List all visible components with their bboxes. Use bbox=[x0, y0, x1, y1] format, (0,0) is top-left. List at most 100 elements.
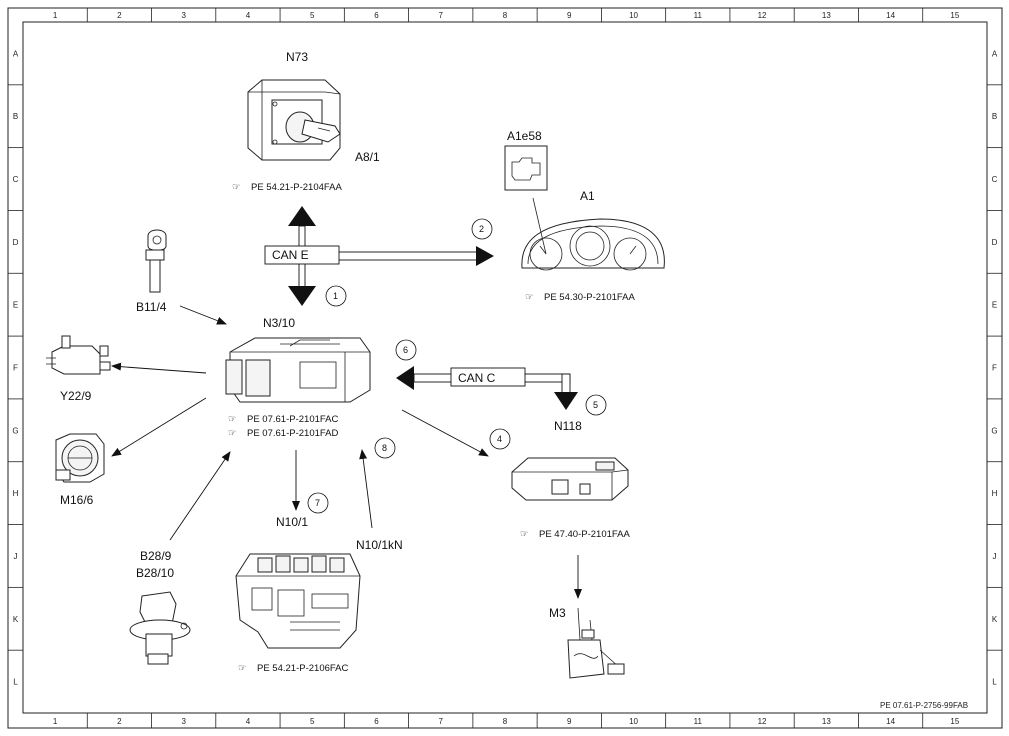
label-can-e: CAN E bbox=[272, 248, 309, 262]
grid-column-label-top: 5 bbox=[310, 11, 315, 20]
grid-row-label-right: A bbox=[992, 49, 998, 58]
ref-n73: ☞ PE 54.21-P-2104FAA bbox=[232, 182, 342, 193]
grid-column-label-top: 15 bbox=[950, 11, 959, 20]
ref-a1-text: PE 54.30-P-2101FAA bbox=[544, 292, 635, 303]
grid-column-label-bottom: 2 bbox=[117, 717, 122, 726]
a1e58-engine-warning-lamp bbox=[504, 145, 548, 191]
arrow-n3-10-to-m16-6 bbox=[111, 397, 207, 457]
pointing-hand-icon: ☞ bbox=[228, 428, 237, 439]
grid-column-markers: 1122334455667788991010111112121313141415… bbox=[53, 8, 960, 728]
pointing-hand-icon: ☞ bbox=[228, 414, 237, 425]
document-code: PE 07.61-P-2756-99FAB bbox=[880, 701, 968, 710]
can-c-box bbox=[450, 367, 526, 387]
ref-a1: ☞ PE 54.30-P-2101FAA bbox=[525, 292, 635, 303]
arrow-n10-1kn-to-n3-10 bbox=[359, 449, 373, 529]
grid-row-label-left: B bbox=[13, 112, 18, 121]
grid-column-label-bottom: 6 bbox=[374, 717, 379, 726]
callout-1: 1 bbox=[325, 285, 347, 307]
grid-column-label-bottom: 4 bbox=[246, 717, 251, 726]
grid-row-label-left: G bbox=[12, 426, 18, 435]
svg-text:2: 2 bbox=[479, 224, 484, 234]
pointing-hand-icon: ☞ bbox=[232, 182, 241, 193]
grid-row-label-right: D bbox=[992, 238, 998, 247]
can-e-bus-arrows bbox=[264, 206, 494, 306]
grid-row-label-right: B bbox=[992, 112, 997, 121]
label-b11-4: B11/4 bbox=[136, 300, 167, 314]
ref-n10-1-text: PE 54.21-P-2106FAC bbox=[257, 663, 348, 674]
grid-column-label-bottom: 13 bbox=[822, 717, 831, 726]
grid-row-label-right: F bbox=[992, 364, 997, 373]
grid-column-label-bottom: 9 bbox=[567, 717, 572, 726]
inner-frame bbox=[22, 21, 988, 714]
signal-arrows bbox=[111, 305, 582, 599]
grid-column-label-bottom: 11 bbox=[694, 717, 703, 726]
callout-7: 7 bbox=[307, 492, 329, 514]
label-y22-9: Y22/9 bbox=[60, 389, 92, 403]
svg-text:4: 4 bbox=[497, 434, 502, 444]
grid-row-label-left: K bbox=[13, 615, 19, 624]
grid-row-label-left: A bbox=[13, 49, 19, 58]
grid-row-label-left: C bbox=[13, 175, 19, 184]
svg-text:1: 1 bbox=[333, 291, 338, 301]
label-m16-6: M16/6 bbox=[60, 493, 94, 507]
grid-row-label-right: J bbox=[993, 552, 997, 561]
grid-row-label-left: F bbox=[13, 364, 18, 373]
y22-9-valve bbox=[46, 335, 111, 375]
grid-column-label-top: 1 bbox=[53, 11, 58, 20]
grid-column-label-top: 8 bbox=[503, 11, 508, 20]
grid-column-label-bottom: 15 bbox=[950, 717, 959, 726]
arrow-n3-10-to-y22-9 bbox=[111, 362, 207, 374]
n73-ignition-switch bbox=[247, 79, 341, 161]
pointing-hand-icon: ☞ bbox=[525, 292, 534, 303]
pointing-hand-icon: ☞ bbox=[520, 529, 529, 540]
grid-row-label-right: G bbox=[991, 426, 997, 435]
grid-row-label-left: L bbox=[13, 678, 18, 687]
ref-n3-10-text-2: PE 07.61-P-2101FAD bbox=[247, 428, 338, 439]
grid-column-label-bottom: 1 bbox=[53, 717, 58, 726]
grid-column-label-top: 12 bbox=[758, 11, 767, 20]
grid-row-label-right: E bbox=[992, 301, 997, 310]
grid-row-label-right: H bbox=[992, 489, 998, 498]
arrow-b11-4-to-n3-10 bbox=[179, 305, 227, 325]
ref-n118: ☞ PE 47.40-P-2101FAA bbox=[520, 529, 630, 540]
ref-n10-1: ☞ PE 54.21-P-2106FAC bbox=[238, 663, 348, 674]
label-a8-1: A8/1 bbox=[355, 150, 380, 164]
grid-row-label-left: J bbox=[14, 552, 18, 561]
n10-1-sam-control-unit bbox=[235, 553, 361, 649]
label-a1e58: A1e58 bbox=[507, 129, 542, 143]
svg-text:5: 5 bbox=[593, 400, 598, 410]
callout-5: 5 bbox=[585, 394, 607, 416]
ref-n118-text: PE 47.40-P-2101FAA bbox=[539, 529, 630, 540]
ref-n3-10-text-1: PE 07.61-P-2101FAC bbox=[247, 414, 338, 425]
grid-column-label-top: 6 bbox=[374, 11, 379, 20]
callout-2: 2 bbox=[471, 218, 493, 240]
label-b28-9: B28/9 bbox=[140, 549, 172, 563]
grid-column-label-bottom: 7 bbox=[439, 717, 444, 726]
grid-column-label-top: 4 bbox=[246, 11, 251, 20]
label-n10-1: N10/1 bbox=[276, 515, 308, 529]
label-a1: A1 bbox=[580, 189, 595, 203]
grid-column-label-top: 11 bbox=[694, 11, 703, 20]
can-c-bus-arrows bbox=[396, 366, 578, 410]
n118-fuel-pump-control-unit bbox=[511, 457, 629, 501]
label-n10-1kn: N10/1kN bbox=[356, 538, 403, 552]
callout-4: 4 bbox=[489, 428, 511, 450]
grid-row-label-left: E bbox=[13, 301, 18, 310]
svg-text:7: 7 bbox=[315, 498, 320, 508]
b28-pressure-sensor bbox=[129, 591, 191, 665]
callout-8: 8 bbox=[374, 437, 396, 459]
a1-instrument-cluster bbox=[521, 197, 665, 271]
grid-column-label-top: 13 bbox=[822, 11, 831, 20]
grid-column-label-bottom: 8 bbox=[503, 717, 508, 726]
grid-column-label-bottom: 10 bbox=[629, 717, 638, 726]
m16-6-throttle-actuator bbox=[55, 433, 105, 483]
grid-row-label-right: L bbox=[992, 678, 997, 687]
callout-6: 6 bbox=[395, 339, 417, 361]
svg-text:8: 8 bbox=[382, 443, 387, 453]
can-e-box bbox=[264, 245, 340, 265]
label-n3-10: N3/10 bbox=[263, 316, 295, 330]
grid-column-label-top: 7 bbox=[439, 11, 444, 20]
label-can-c: CAN C bbox=[458, 371, 496, 385]
grid-column-label-top: 9 bbox=[567, 11, 572, 20]
